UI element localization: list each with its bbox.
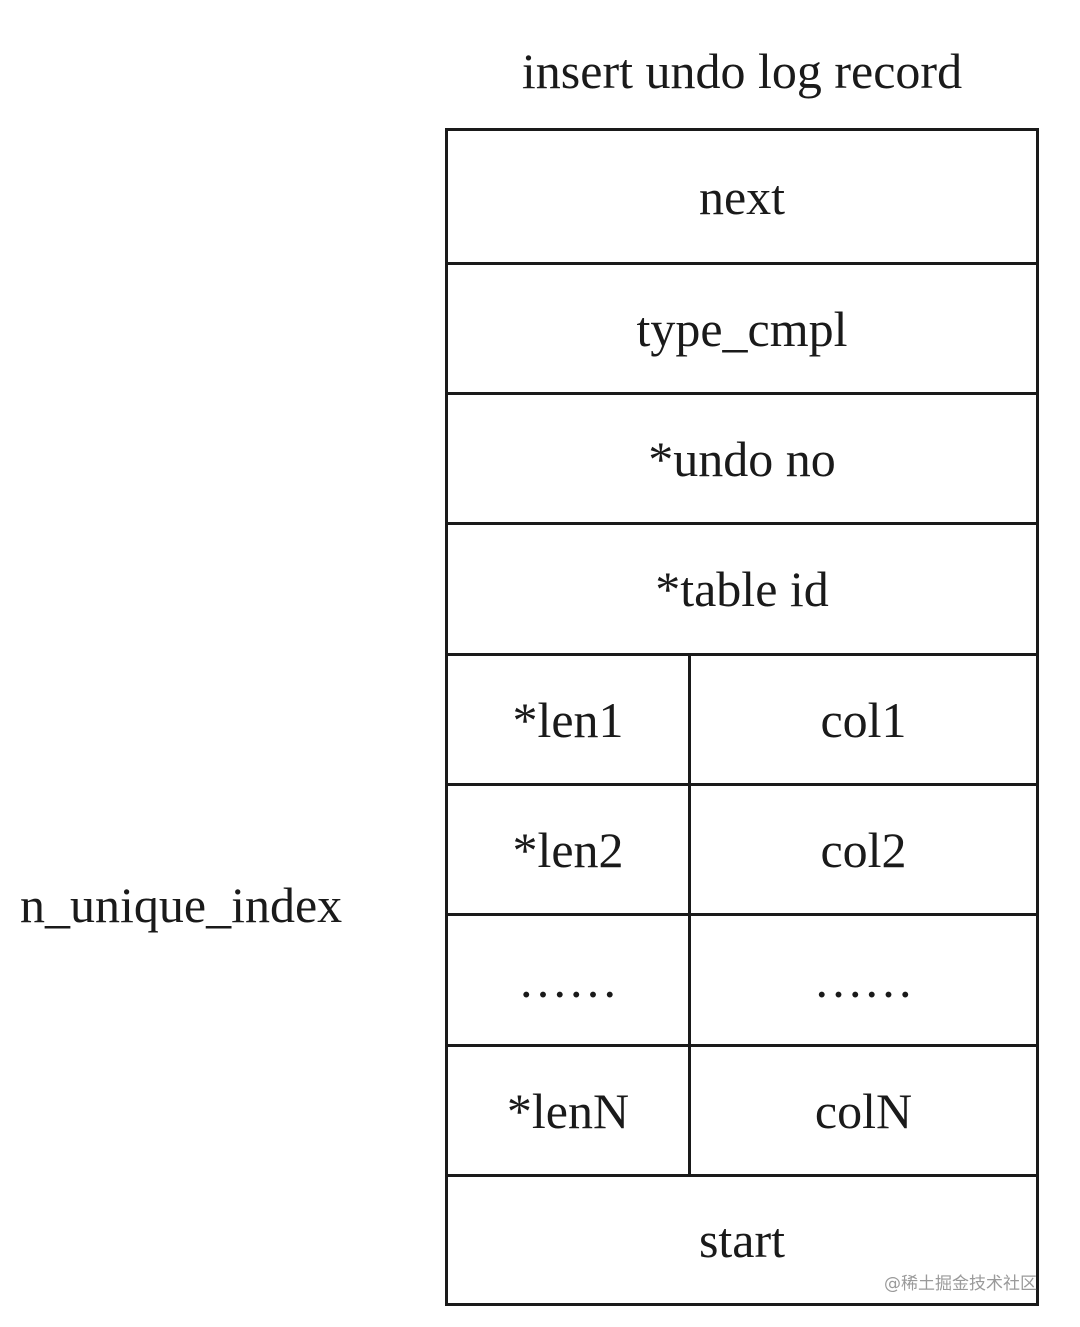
field-next: next [698, 168, 786, 225]
len-cell-ellipsis: …… [448, 916, 691, 1044]
field-row-undo-no: *undo no [448, 392, 1036, 522]
len-cell-2: *len2 [448, 786, 691, 913]
col-cell-2: col2 [820, 821, 907, 878]
col-cell-ellipsis: …… [813, 952, 914, 1008]
field-row-type-cmpl: type_cmpl [448, 262, 1036, 392]
len-cell-n: *lenN [448, 1047, 691, 1174]
field-start: start [698, 1212, 786, 1268]
len-cell-1: *len1 [448, 656, 691, 783]
field-undo-no: *undo no [648, 430, 836, 487]
column-row-1: *len1 col1 [448, 653, 1036, 783]
column-row-n: *lenN colN [448, 1044, 1036, 1174]
undo-record-box: next type_cmpl *undo no *table id *len1 … [445, 128, 1039, 1306]
diagram-title: insert undo log record [521, 43, 963, 99]
field-table-id: *table id [655, 561, 829, 617]
column-row-ellipsis: …… …… [448, 913, 1036, 1044]
col-cell-n: colN [814, 1082, 913, 1139]
field-row-start: start [448, 1174, 1036, 1303]
field-type-cmpl: type_cmpl [636, 300, 848, 357]
column-row-2: *len2 col2 [448, 783, 1036, 913]
watermark: @稀土掘金技术社区 [884, 1274, 1037, 1294]
field-row-table-id: *table id [448, 522, 1036, 653]
side-label-n-unique-index: n_unique_index [20, 877, 343, 933]
field-row-next: next [448, 131, 1036, 262]
col-cell-1: col1 [820, 691, 907, 748]
